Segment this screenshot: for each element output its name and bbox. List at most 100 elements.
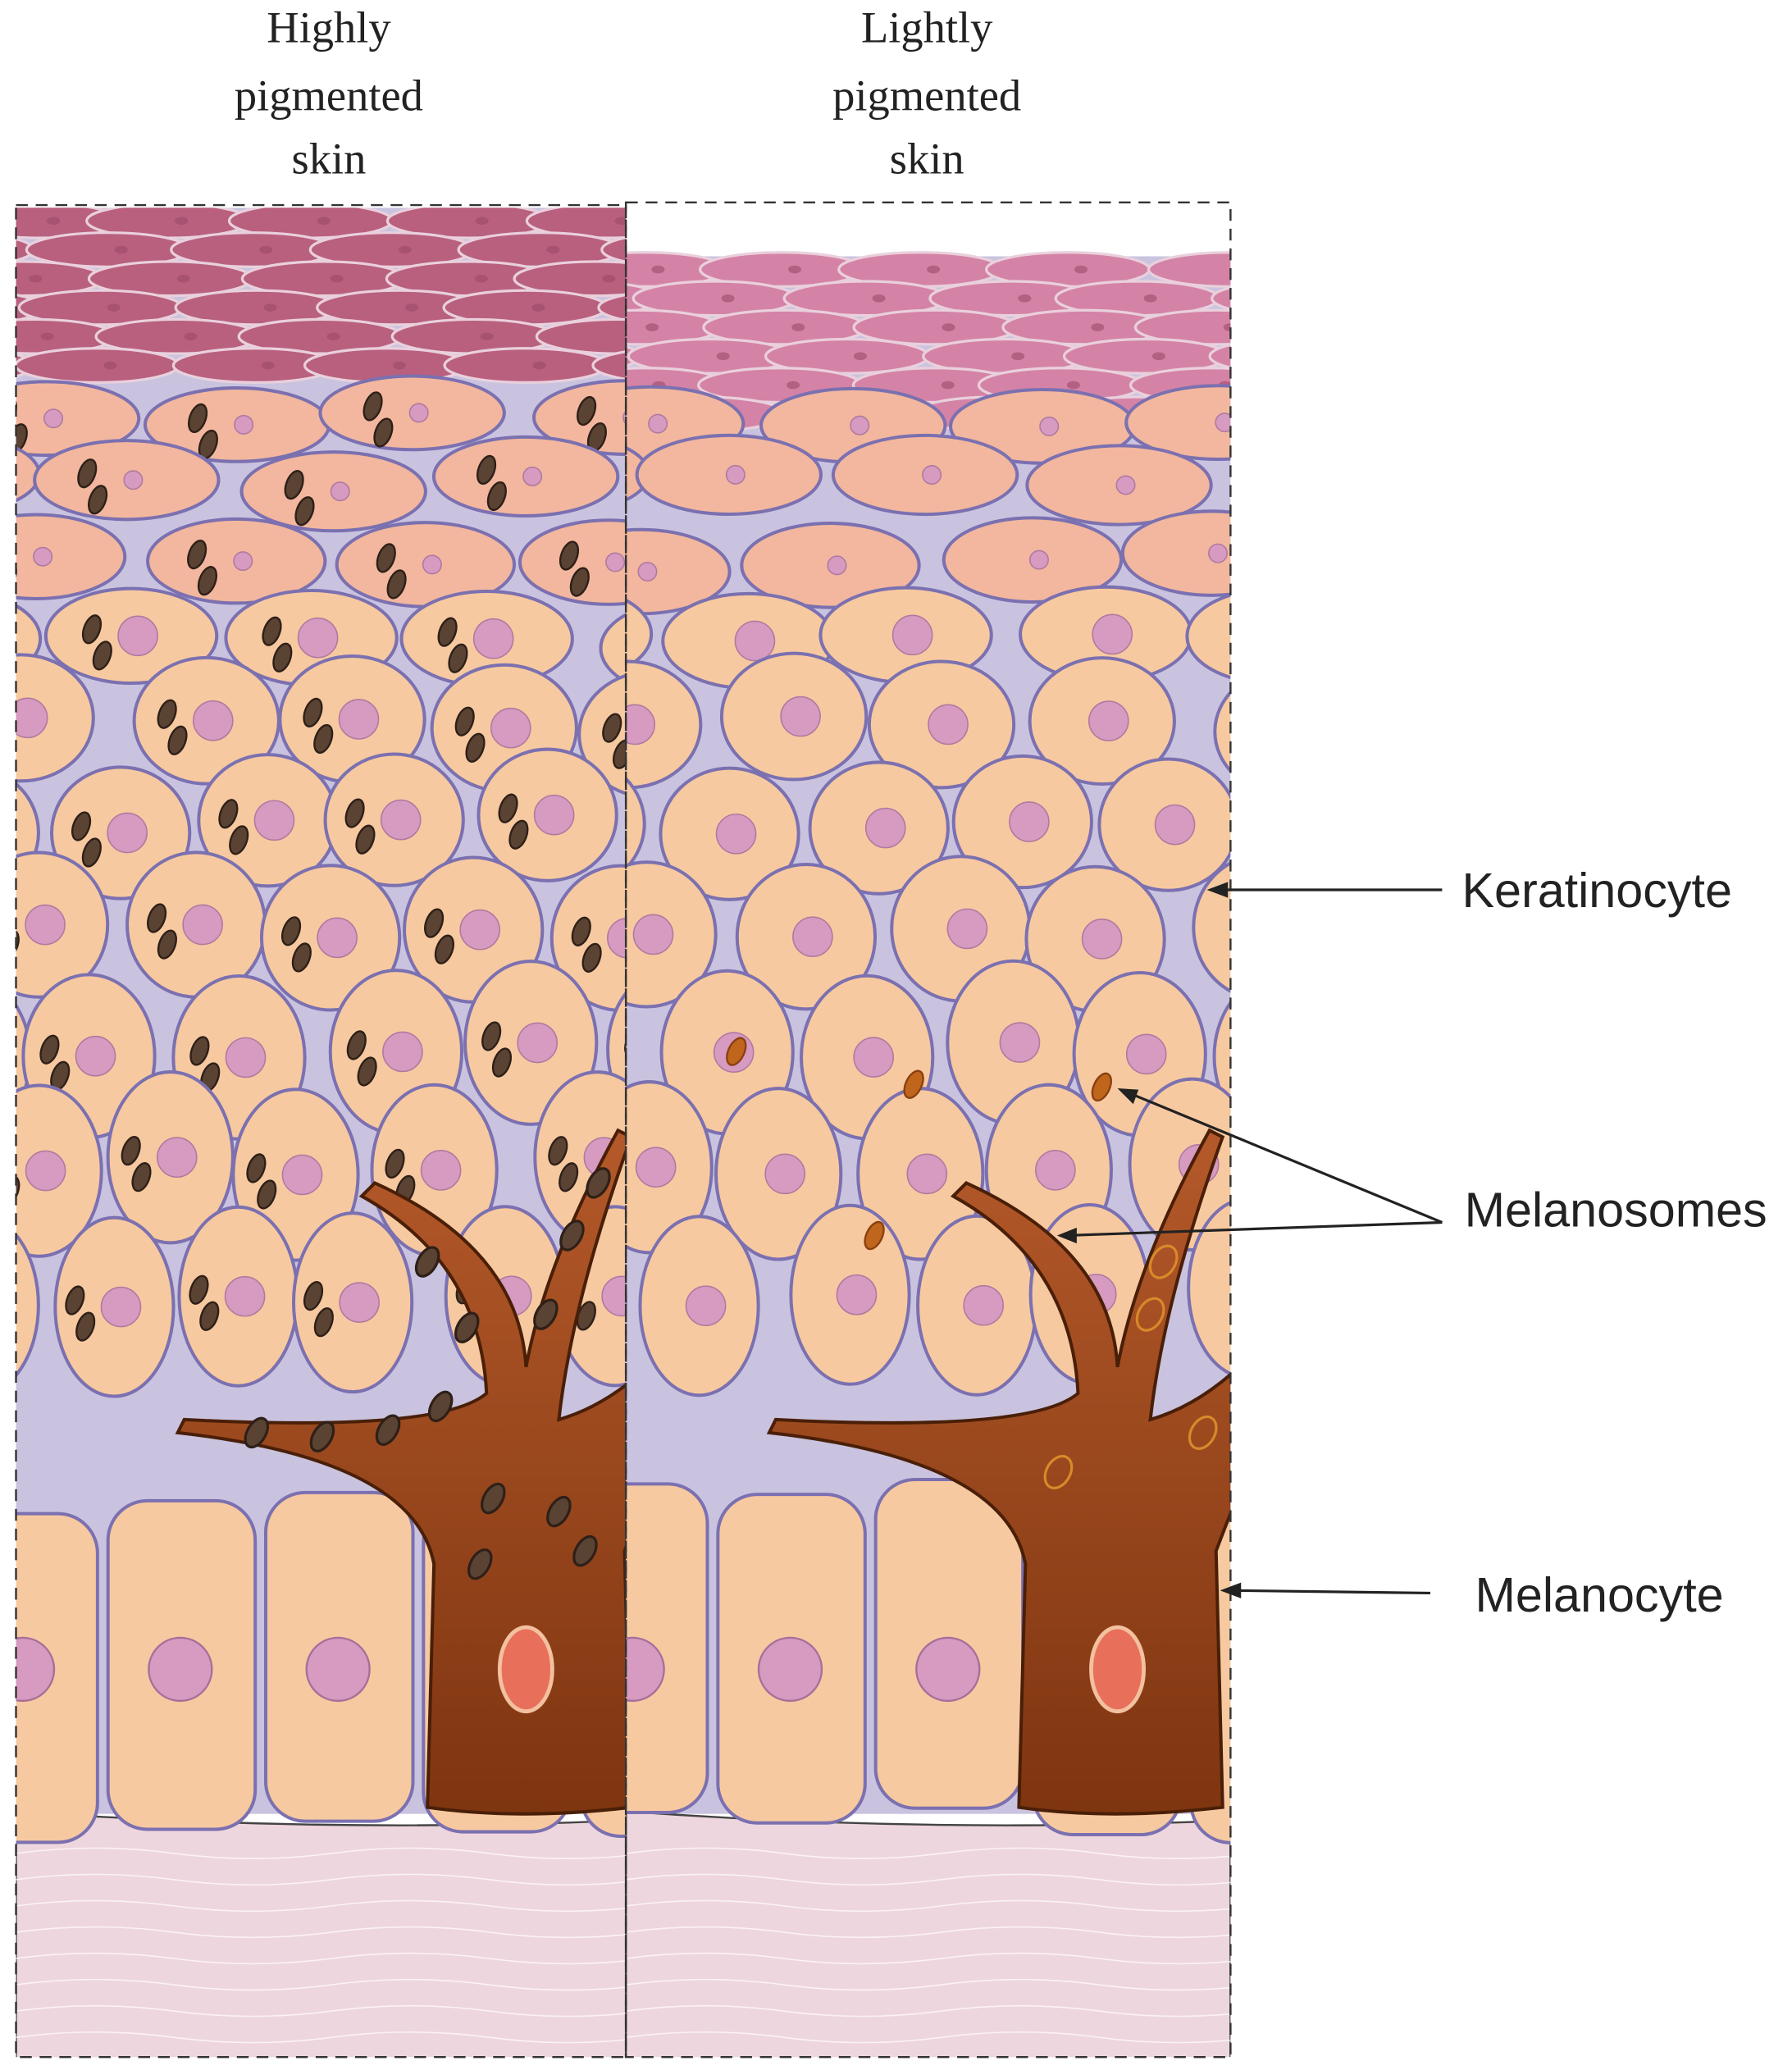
melanosome — [246, 1153, 267, 1183]
basal-nucleus — [1232, 1638, 1295, 1701]
dermis-fiber — [626, 2031, 1231, 2044]
melanosome — [467, 1548, 493, 1580]
corneocyte-nucleus — [716, 352, 730, 361]
keratinocyte-nucleus — [853, 1037, 895, 1078]
melanosome — [569, 567, 590, 597]
header-left-line3: skin — [292, 134, 367, 184]
melanosomes-arrow-2 — [1065, 1220, 1443, 1238]
corneocyte-nucleus — [1074, 265, 1088, 274]
keratinocyte-nucleus — [1081, 919, 1123, 960]
melanosome — [726, 1037, 747, 1066]
corneocyte-nucleus — [29, 274, 43, 283]
dermis-fiber — [626, 1952, 1231, 1965]
keratinocyte-nucleus — [648, 413, 668, 434]
melanocyte-nucleus — [497, 1625, 554, 1714]
corneocyte — [1208, 343, 1231, 369]
keratinocyte-nucleus — [906, 1153, 948, 1195]
melanosome — [303, 697, 323, 728]
dermis-fiber — [16, 1873, 627, 1886]
melanosome — [465, 732, 486, 763]
corneocyte-nucleus — [546, 245, 560, 254]
corneocyte-nucleus — [47, 217, 61, 226]
melanosome — [147, 903, 167, 933]
keratinocyte-nucleus — [1393, 559, 1411, 577]
keratinocyte-nucleus — [75, 1035, 116, 1077]
keratinocyte-nucleus — [107, 812, 148, 854]
melanosome — [313, 1307, 334, 1338]
corneocyte-nucleus — [532, 361, 546, 370]
keratinocyte-nucleus — [780, 695, 821, 737]
basal-nucleus — [148, 1636, 213, 1703]
melanosome — [508, 819, 529, 850]
melanosome — [0, 1148, 12, 1181]
corneocyte — [16, 347, 180, 384]
keratinocyte-nucleus — [182, 904, 224, 946]
basal-keratinocyte — [16, 1512, 99, 1844]
melanosome — [559, 1162, 579, 1192]
header-right-line3: skin — [890, 134, 964, 184]
keratinocyte-nucleus — [233, 551, 253, 572]
keratinocyte-nucleus — [632, 914, 674, 955]
basal-nucleus — [16, 1636, 56, 1703]
basal-nucleus — [915, 1636, 981, 1703]
corneocyte-nucleus — [690, 246, 703, 254]
melanosome — [491, 1047, 513, 1078]
corneocyte-nucleus — [1223, 323, 1231, 331]
highly-pigmented-box — [15, 203, 627, 2059]
dermis-fiber — [626, 1847, 1231, 1859]
melanosome — [39, 1034, 60, 1065]
keratinocyte-nucleus — [0, 1285, 6, 1325]
keratinocyte — [16, 380, 141, 458]
dermis-fiber — [16, 1847, 627, 1859]
melanosome — [864, 1220, 885, 1251]
corneocyte-nucleus — [263, 303, 277, 312]
keratinocyte-nucleus — [1274, 712, 1313, 751]
corneocyte-nucleus — [259, 245, 273, 254]
basal-nucleus — [757, 1636, 823, 1703]
melanosome — [272, 642, 293, 673]
arrowhead-icon — [1206, 882, 1229, 898]
keratinocyte-nucleus — [533, 794, 575, 836]
dermis-fiber — [16, 1926, 627, 1939]
melanosome — [481, 1482, 506, 1515]
melanosome — [1188, 1415, 1218, 1450]
corneocyte — [1211, 402, 1231, 426]
melanosome — [454, 1311, 480, 1343]
corneocyte-nucleus — [114, 245, 128, 254]
keratinocyte-nucleus — [192, 700, 234, 741]
dermis-fiber — [16, 2031, 627, 2044]
keratinocyte-nucleus — [601, 1275, 627, 1317]
melanosome — [262, 616, 282, 646]
keratinocyte-nucleus — [725, 464, 746, 485]
basal-keratinocyte — [626, 1482, 709, 1815]
melanosome — [65, 1285, 85, 1315]
keratinocyte-nucleus — [605, 552, 626, 572]
melanosome — [612, 739, 627, 769]
basal-nucleus — [626, 1636, 665, 1703]
corneocyte-nucleus — [480, 332, 494, 341]
header-right: Lightly pigmented skin — [832, 2, 1021, 183]
basal-nucleus — [305, 1636, 371, 1703]
corneocyte-nucleus — [1066, 381, 1080, 390]
keratinocyte — [626, 598, 654, 670]
melanosome — [187, 540, 207, 570]
keratinocyte-nucleus — [963, 1284, 1005, 1326]
melanosome — [602, 713, 622, 743]
keratinocyte-nucleus — [517, 1022, 559, 1064]
melanosome — [355, 824, 376, 855]
melanosome — [344, 798, 365, 828]
corneocyte-nucleus — [788, 265, 802, 274]
melanosome — [586, 1167, 611, 1199]
melanosome — [454, 706, 475, 736]
keratinocyte-nucleus — [522, 466, 543, 486]
keratinocyte-nucleus — [999, 1022, 1041, 1063]
keratinocyte-nucleus — [422, 554, 442, 575]
keratinocyte-nucleus — [864, 807, 906, 849]
corneocyte-nucleus — [1091, 323, 1105, 331]
melanosome — [434, 934, 454, 964]
keratinocyte-nucleus — [380, 799, 422, 841]
melanosome — [559, 1220, 585, 1252]
melanosome — [357, 1056, 377, 1087]
keratinocyte-nucleus — [1309, 806, 1348, 846]
corneocyte-nucleus — [107, 303, 121, 312]
